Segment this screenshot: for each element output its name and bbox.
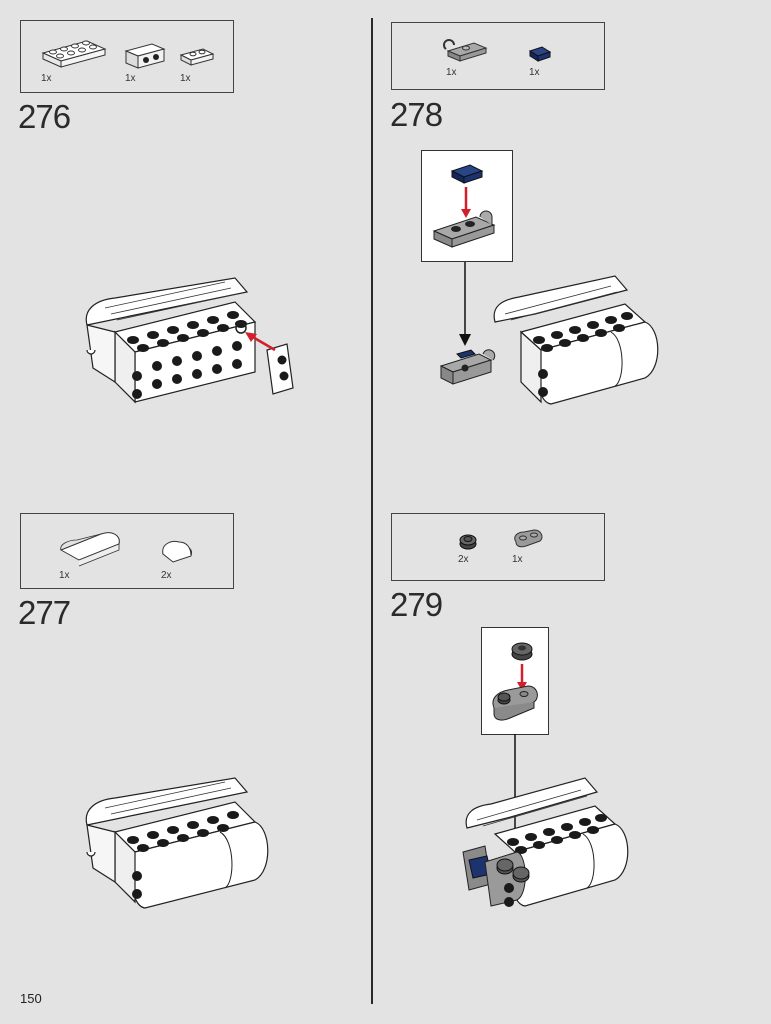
page-divider: [371, 18, 373, 1004]
model-assembly-277: [85, 777, 269, 909]
plate-rounded-icon: [514, 529, 543, 548]
step-number: 277: [18, 594, 71, 631]
step-number: 278: [390, 96, 443, 133]
callout-278: [421, 150, 513, 262]
parts-box-276: 1x 1x 1x: [20, 20, 234, 93]
model-assembly-276: [85, 277, 294, 404]
step-number: 276: [18, 98, 71, 135]
plate-2x4-icon: [41, 40, 107, 68]
parts-box-278: 1x 1x: [391, 22, 605, 90]
part-qty: 2x: [161, 570, 172, 581]
parts-box-279: 2x 1x: [391, 513, 605, 581]
model-assembly-278: [439, 262, 659, 405]
part-qty: 1x: [529, 67, 540, 78]
callout-subassembly: [432, 164, 496, 248]
part-qty: 1x: [59, 570, 70, 581]
model-assembly-279: [462, 734, 629, 907]
curved-slope-long-icon: [59, 532, 120, 567]
step-number: 279: [390, 586, 443, 623]
part-qty: 1x: [125, 73, 136, 84]
tile-dark-blue-icon: [528, 46, 552, 62]
part-qty: 2x: [458, 554, 469, 565]
callout-subassembly: [492, 642, 538, 721]
part-qty: 1x: [180, 73, 191, 84]
part-qty: 1x: [446, 67, 457, 78]
callout-279: [481, 627, 549, 735]
part-qty: 1x: [512, 554, 523, 565]
parts-box-277: 1x 2x: [20, 513, 234, 589]
page-number: 150: [20, 991, 42, 1006]
curved-slope-short-icon: [162, 541, 192, 563]
part-qty: 1x: [41, 73, 52, 84]
plate-1x2-icon: [179, 48, 215, 66]
brick-side-studs-icon: [124, 43, 166, 69]
plate-clip-icon: [443, 39, 488, 62]
round-plate-icon: [459, 534, 477, 550]
